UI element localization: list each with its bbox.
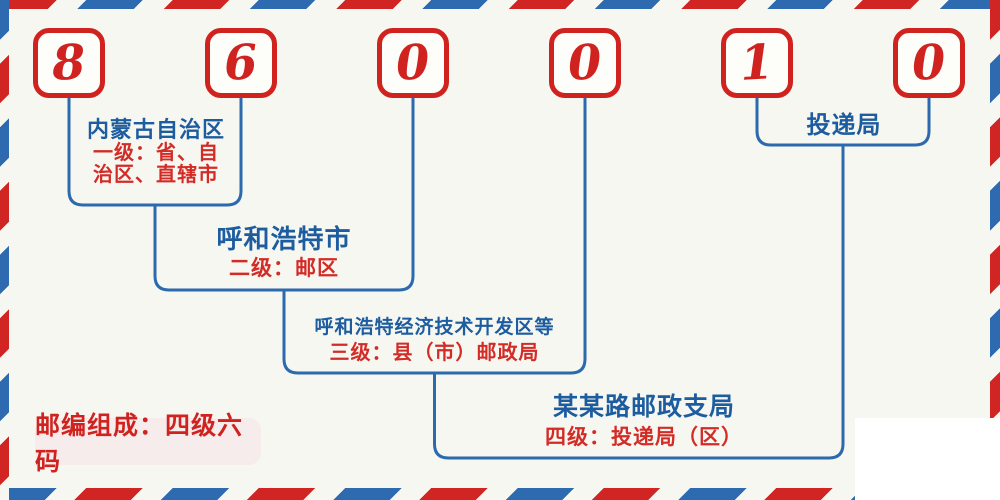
digit-1: 8 xyxy=(50,34,88,92)
digit-5: 1 xyxy=(738,34,776,92)
level1-region-name: 内蒙古自治区 xyxy=(86,118,225,143)
level3-region-name: 呼和浩特经济技术开发区等 xyxy=(314,316,555,338)
level2-description: 二级：邮区 xyxy=(229,256,339,280)
level4-region-name: 某某路邮政支局 xyxy=(552,392,735,421)
digit-6: 0 xyxy=(910,34,948,92)
bracket-level-4 xyxy=(433,145,845,460)
digit-box-4: 0 xyxy=(549,28,621,98)
digit-box-2: 6 xyxy=(205,28,277,98)
digit-3: 0 xyxy=(394,34,432,92)
level4-description: 四级：投递局（区） xyxy=(545,425,743,449)
level2-region-name: 呼和浩特市 xyxy=(216,225,352,255)
digit-box-6: 0 xyxy=(893,28,965,98)
composition-badge: 邮编组成：四级六码 xyxy=(35,411,261,476)
delivery-office-label: 投递局 xyxy=(806,111,882,139)
composition-badge-text: 邮编组成：四级六码 xyxy=(35,410,244,476)
level3-description: 三级：县（市）邮政局 xyxy=(329,340,540,364)
level1-description: 一级：省、自 治区、直辖市 xyxy=(93,140,219,186)
digit-box-5: 1 xyxy=(721,28,793,98)
digit-box-3: 0 xyxy=(377,28,449,98)
airmail-border-top xyxy=(0,0,1000,9)
airmail-border-left xyxy=(0,0,9,500)
airmail-border-right xyxy=(990,0,1000,500)
digit-2: 6 xyxy=(222,34,260,92)
digit-4: 0 xyxy=(566,34,604,92)
airmail-border-bottom xyxy=(0,488,1000,500)
digit-box-1: 8 xyxy=(33,28,105,98)
corner-mask xyxy=(855,418,1000,500)
bracket-delivery-office xyxy=(755,97,931,147)
